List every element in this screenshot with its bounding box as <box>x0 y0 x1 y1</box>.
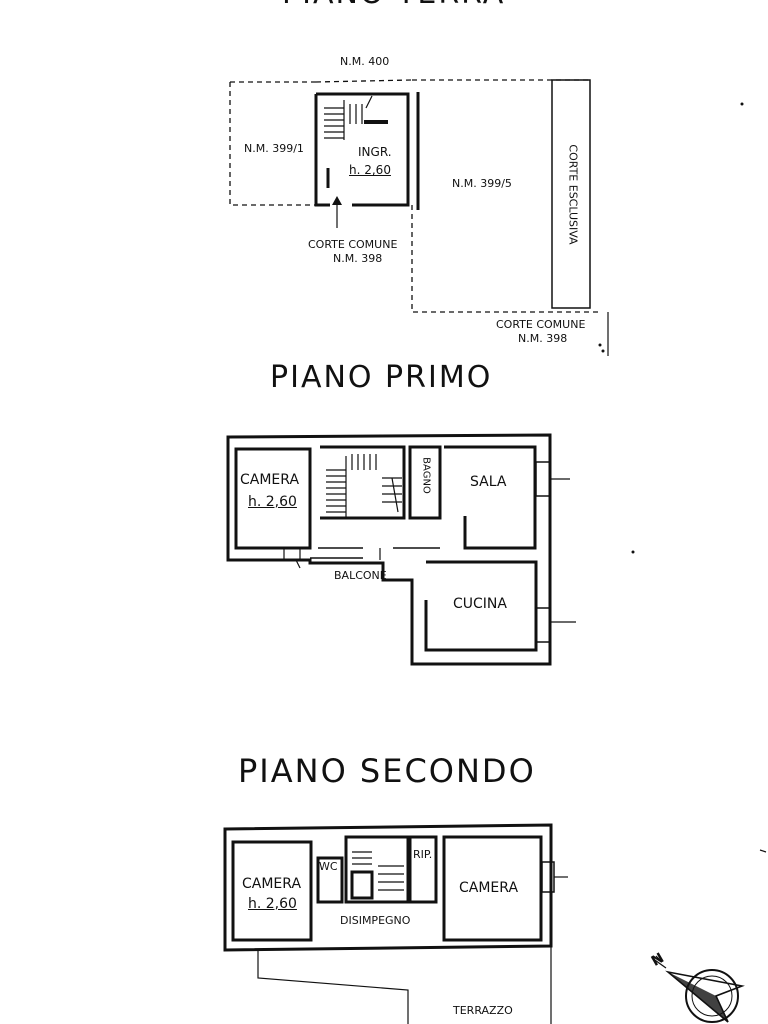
stairs-primo <box>326 454 402 518</box>
nm-398-label-2: N.M. 398 <box>518 332 568 345</box>
ingr-height-label: h. 2,60 <box>349 163 391 177</box>
nm-399-5-label: N.M. 399/5 <box>452 177 512 190</box>
stair-landing-wall <box>364 120 388 124</box>
nm-400-label: N.M. 400 <box>340 55 390 68</box>
cucina-label: CUCINA <box>453 596 507 612</box>
primo-windows <box>283 461 576 643</box>
camera-right-label: CAMERA <box>459 880 519 896</box>
rip-walls <box>408 835 438 904</box>
camera-left-height-label: h. 2,60 <box>248 896 297 912</box>
nm-398-label-1: N.M. 398 <box>333 252 383 265</box>
nm-400-boundary <box>315 79 413 83</box>
balcone-label: BALCONE <box>334 569 387 582</box>
piano-secondo-title: PIANO SECONDO <box>238 752 536 790</box>
stair-walls <box>320 445 406 520</box>
camera-left-label: CAMERA <box>242 876 302 892</box>
terrazzo-boundary <box>257 950 409 1024</box>
ingr-label: INGR. <box>358 145 392 159</box>
bagno-walls <box>408 445 442 520</box>
nm-399-1-label: N.M. 399/1 <box>244 142 304 155</box>
corte-esclusiva-strip <box>551 79 591 309</box>
wc-label: WC <box>319 860 338 873</box>
corte-esclusiva-label: CORTE ESCLUSIVA <box>566 144 580 245</box>
ingresso-west-wall <box>314 94 330 207</box>
terrazzo-label: TERRAZZO <box>453 1004 513 1017</box>
stairs-secondo <box>352 851 404 891</box>
stairs-terra <box>324 95 373 140</box>
camera-left-walls <box>231 840 313 942</box>
nm-399-1-boundary <box>229 81 316 206</box>
camera-right-walls <box>442 835 543 942</box>
sala-walls <box>444 445 537 550</box>
camera-label: CAMERA <box>240 472 300 488</box>
sala-label: SALA <box>470 474 507 490</box>
camera-height-label: h. 2,60 <box>248 494 297 510</box>
rip-label: RIP. <box>413 848 433 861</box>
disimpegno-label: DISIMPEGNO <box>340 914 411 927</box>
corridor-lines <box>310 547 440 559</box>
corte-comune-label-2: CORTE COMUNE <box>496 318 586 331</box>
cucina-walls <box>424 560 538 652</box>
ingresso-walls <box>316 92 410 207</box>
piano-terra-title: PIANO TERRA <box>282 0 505 11</box>
stair-walls-secondo <box>344 835 410 904</box>
piano-secondo-plan <box>223 823 767 1024</box>
entrance-arrow-icon <box>332 196 342 228</box>
camera-walls <box>234 447 312 550</box>
piano-primo-title: PIANO PRIMO <box>270 360 493 395</box>
piano-primo-plan <box>226 433 635 666</box>
wc-walls <box>316 856 344 904</box>
north-arrow-icon <box>651 955 745 1023</box>
bagno-label: BAGNO <box>420 457 432 494</box>
piano-terra-plan <box>229 79 744 356</box>
primo-outer-walls <box>226 433 552 666</box>
corte-comune-label-1: CORTE COMUNE <box>308 238 398 251</box>
stair-well <box>350 870 374 900</box>
